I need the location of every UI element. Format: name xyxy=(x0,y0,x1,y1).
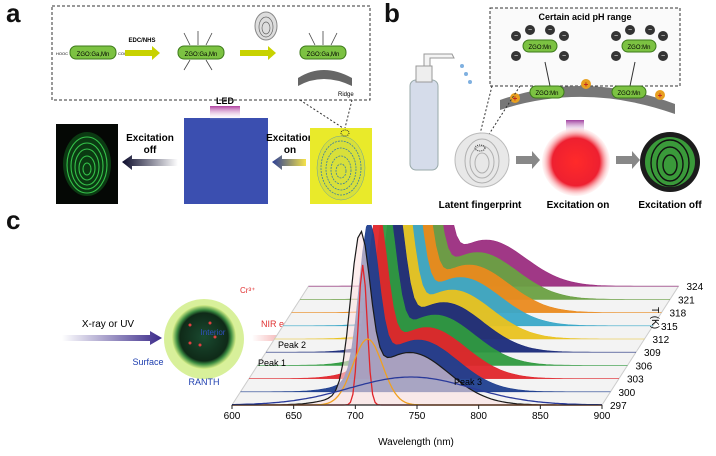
x-tick-label-800: 800 xyxy=(470,411,487,422)
peak-label-3: Peak 3 xyxy=(454,377,482,387)
x-tick-label-750: 750 xyxy=(409,411,426,422)
svg-text:−: − xyxy=(562,33,566,40)
svg-text:−: − xyxy=(514,33,518,40)
svg-text:−: − xyxy=(614,53,618,60)
y-axis-label: T (K) xyxy=(649,307,660,329)
peak-label-1: Peak 1 xyxy=(258,358,286,368)
temperature-tick-309: 309 xyxy=(644,348,661,359)
ridge-label: Ridge xyxy=(338,92,354,98)
led-label: LED xyxy=(216,96,235,106)
particle-label-right: ZGO:Mn xyxy=(627,45,650,51)
x-tick-label-700: 700 xyxy=(347,411,364,422)
caption-latent: Latent fingerprint xyxy=(439,200,522,211)
panel-letter-b: b xyxy=(384,0,400,28)
svg-text:−: − xyxy=(614,33,618,40)
caption-excitation-on: Excitation on xyxy=(547,200,610,211)
x-tick-label-650: 650 xyxy=(285,411,302,422)
np-label-3: ZGO:Ga,Mn xyxy=(307,52,340,58)
temperature-tick-318: 318 xyxy=(670,309,687,320)
xray-uv-label: X-ray or UV xyxy=(82,319,135,330)
svg-text:−: − xyxy=(514,53,518,60)
svg-text:−: − xyxy=(628,27,632,34)
edc-nhs-label: EDC/NHS xyxy=(128,38,155,44)
np-label-2: ZGO:Ga,Mn xyxy=(185,52,218,58)
svg-text:+: + xyxy=(658,91,663,100)
svg-text:−: − xyxy=(648,27,652,34)
svg-text:−: − xyxy=(528,27,532,34)
cooh-label: COOH xyxy=(118,51,130,56)
x-axis-label: Wavelength (nm) xyxy=(378,437,454,448)
cr-label: Cr³⁺ xyxy=(240,286,255,295)
particle-label-ridge-2: ZGO:Mn xyxy=(617,91,640,97)
excitation-on-line2: on xyxy=(284,145,296,156)
deconvolution-peak-3 xyxy=(232,376,602,406)
x-tick-label-900: 900 xyxy=(594,411,611,422)
hooc-label: HOOC xyxy=(56,51,68,56)
excitation-on-line1: Excitation xyxy=(266,133,314,144)
svg-text:−: − xyxy=(548,27,552,34)
svg-text:−: − xyxy=(661,53,665,60)
temperature-tick-306: 306 xyxy=(636,361,653,372)
particle-label-ridge-1: ZGO:Mn xyxy=(535,91,558,97)
particle-label-left: ZGO:Mn xyxy=(528,45,551,51)
temperature-tick-315: 315 xyxy=(661,322,678,333)
caption-excitation-off: Excitation off xyxy=(638,200,702,211)
x-tick-label-850: 850 xyxy=(532,411,549,422)
panel-c-figure: X-ray or UV Interior Surface RANTH Cr³⁺ … xyxy=(62,225,704,448)
temperature-tick-297: 297 xyxy=(610,401,627,412)
x-tick-label-600: 600 xyxy=(224,411,241,422)
temperature-tick-321: 321 xyxy=(678,295,695,306)
ranth-label: RANTH xyxy=(189,377,220,387)
excitation-off-line1: Excitation xyxy=(126,133,174,144)
interior-label: Interior xyxy=(201,328,226,337)
svg-text:−: − xyxy=(562,53,566,60)
inset-title: Certain acid pH range xyxy=(538,12,631,22)
temperature-tick-312: 312 xyxy=(653,335,670,346)
panel-letter-a: a xyxy=(6,0,21,28)
svg-text:+: + xyxy=(513,94,518,103)
emission-spectra-chart: 324 321 318 315 312 309 306 303 300 297 Peak 1 Peak… xyxy=(224,225,704,422)
svg-text:−: − xyxy=(661,33,665,40)
excitation-off-line2: off xyxy=(144,145,157,156)
np-label-1: ZGO:Ga,Mn xyxy=(77,52,110,58)
panel-letter-c: c xyxy=(6,205,21,235)
temperature-tick-303: 303 xyxy=(627,375,644,386)
panel-a-figure: ZGO:Ga,Mn HOOC COOH EDC/NHS ZGO:Ga,Mn ZG… xyxy=(51,5,372,204)
temperature-tick-300: 300 xyxy=(619,388,636,399)
temperature-tick-324: 324 xyxy=(687,282,704,293)
svg-text:+: + xyxy=(584,80,589,89)
panel-b-figure: Certain acid pH range ZGO:Mn − − − − − − ZGO:… xyxy=(409,7,702,211)
peak-label-2: Peak 2 xyxy=(278,340,306,350)
surface-label: Surface xyxy=(132,357,163,367)
